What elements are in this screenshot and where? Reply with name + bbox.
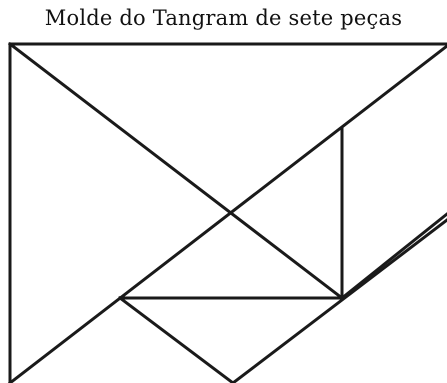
bottom-diagonal (230, 218, 447, 383)
main-diagonal (7, 41, 345, 301)
anti-diagonal (7, 44, 447, 383)
parallelogram-diagonal (339, 212, 447, 301)
lower-triangle-edge (117, 295, 236, 383)
diagram-title: Molde do Tangram de sete peças (44, 6, 403, 30)
